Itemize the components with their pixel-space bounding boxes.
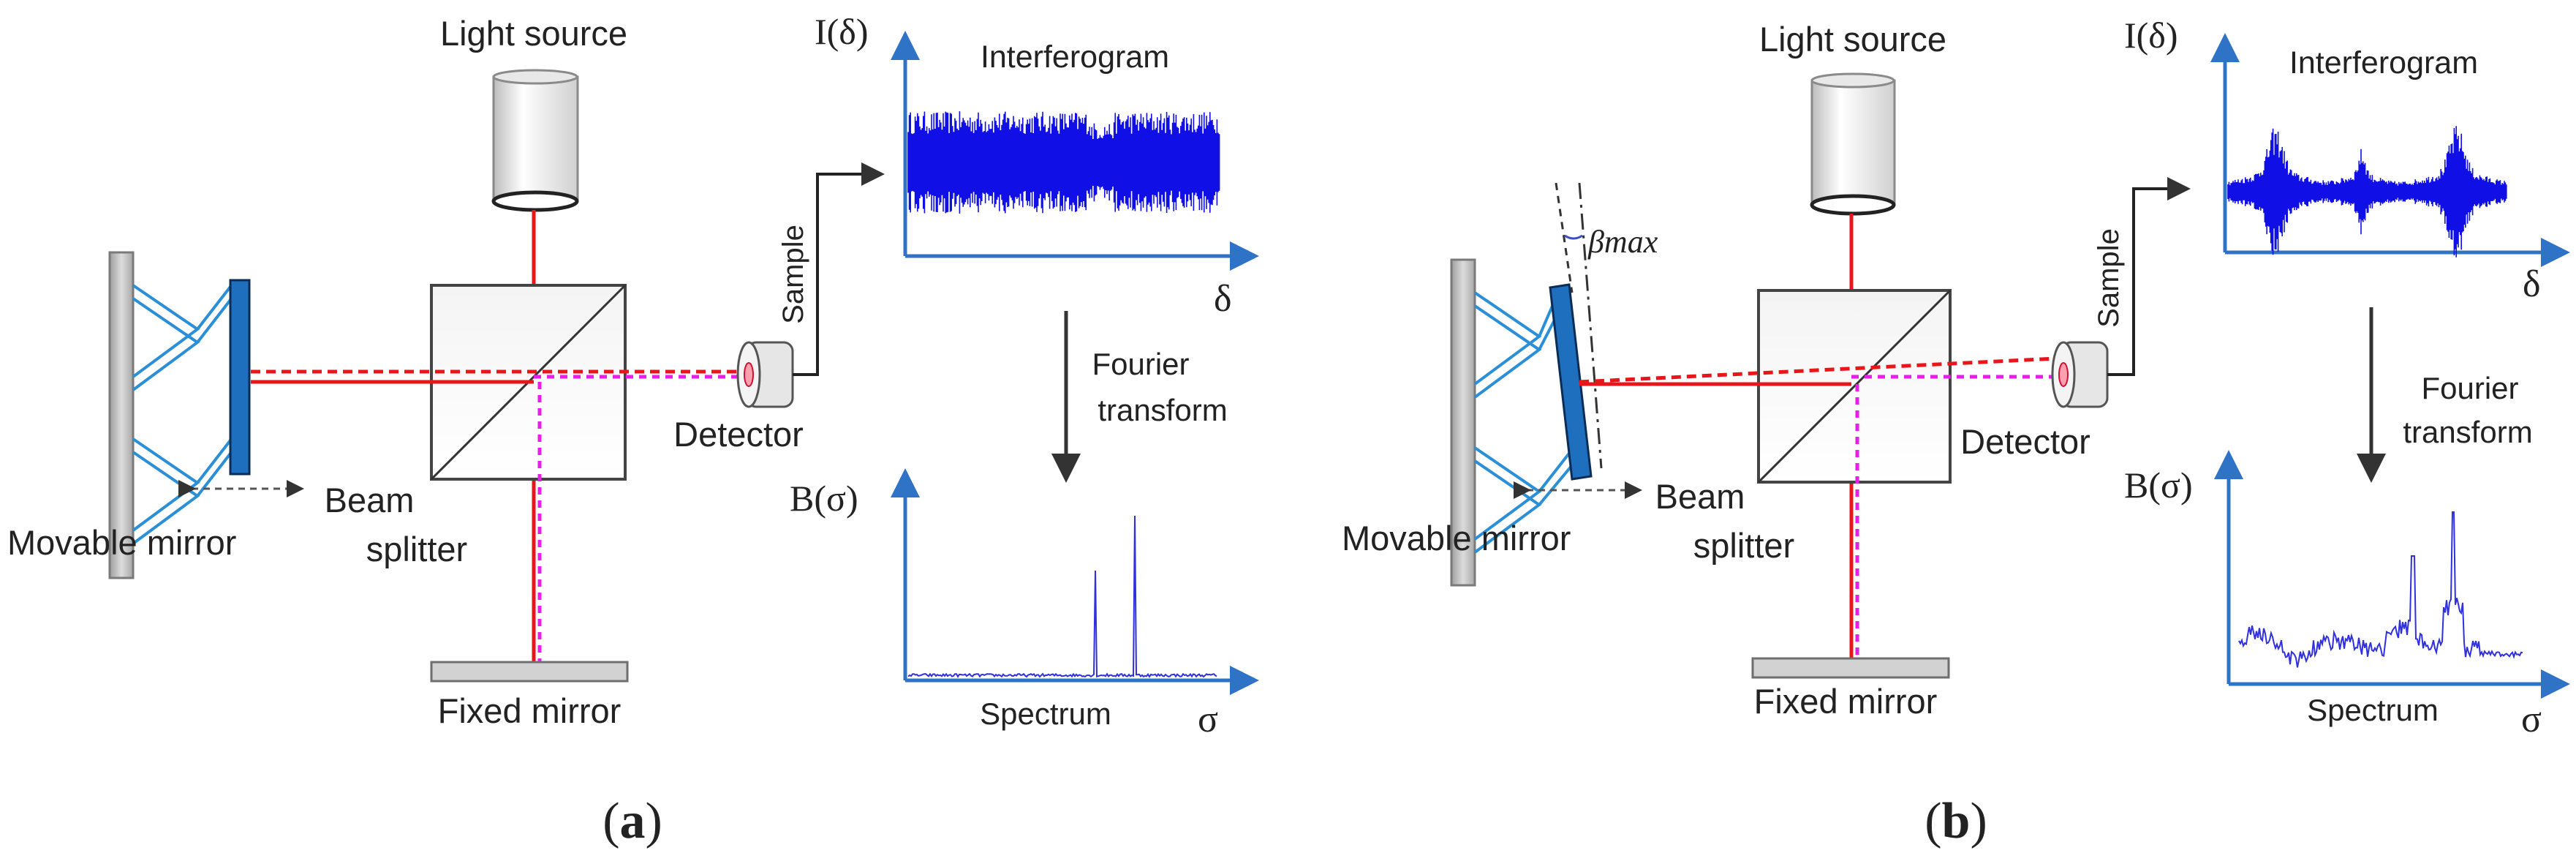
light-source-label-b: Light source	[1759, 20, 1946, 59]
interferogram-title-b: Interferogram	[2289, 45, 2478, 80]
sample-label-b: Sample	[2093, 228, 2125, 328]
spectrum-y-label-b: B(σ)	[2124, 465, 2193, 506]
interferogram-title: Interferogram	[981, 40, 1169, 75]
spectrum-y-label: B(σ)	[790, 478, 858, 519]
movable-mirror-base	[108, 251, 135, 579]
light-source-label: Light source	[440, 14, 627, 53]
panel-b: Light source Movable mirror Beam splitte…	[1342, 15, 2570, 849]
fixed-mirror	[430, 661, 629, 683]
spectrum-trace	[907, 515, 1217, 678]
spectrum-label-b: Spectrum	[2307, 693, 2439, 727]
beam-to-detector-b	[1579, 356, 2057, 384]
tilted-movable-mirror	[1549, 283, 1593, 481]
movable-mirror-spring	[132, 284, 232, 545]
fixed-mirror-label: Fixed mirror	[438, 691, 622, 730]
detector-label-b: Detector	[1960, 422, 2090, 461]
movable-mirror	[229, 279, 251, 476]
movable-mirror-base-b	[1450, 258, 1476, 587]
beam-splitter-label-2: splitter	[366, 530, 467, 568]
tilt-reference-line	[1578, 182, 1603, 469]
fourier-label-1: Fourier	[1092, 347, 1189, 381]
spectrum-label: Spectrum	[980, 696, 1111, 731]
signal-arrow-b	[2107, 177, 2191, 376]
interferogram-trace-b	[2227, 126, 2507, 258]
spectrum-x-label: σ	[1198, 699, 1218, 740]
beam-splitter-cube-b	[1757, 289, 1952, 484]
detector-label: Detector	[673, 415, 804, 454]
signal-arrow	[793, 162, 885, 376]
beam-splitter-label-1-b: Beam	[1655, 477, 1745, 516]
movable-mirror-label-b: Movable mirror	[1342, 519, 1571, 557]
interferogram-x-label: δ	[1214, 278, 1232, 320]
interferogram-y-label: I(δ)	[815, 11, 869, 52]
detector-icon-b	[2051, 341, 2109, 408]
panel-b-caption: (b)	[1925, 793, 1987, 849]
panel-a-caption: (a)	[603, 793, 662, 849]
panel-a: Light source Movable mirror Beam splitte…	[7, 11, 1259, 849]
light-source-lamp-b	[1810, 72, 1896, 216]
fourier-label-1-b: Fourier	[2421, 371, 2518, 405]
beam-splitter-label-2-b: splitter	[1693, 526, 1794, 565]
tilt-reference-line-2	[1555, 182, 1574, 293]
fourier-label-2-b: transform	[2403, 415, 2532, 449]
interferogram-x-label-b: δ	[2523, 263, 2541, 305]
sample-label: Sample	[777, 225, 809, 324]
interferogram-trace	[907, 111, 1220, 214]
fourier-label-2: transform	[1098, 393, 1227, 427]
tilt-angle-arc	[1564, 234, 1583, 240]
spectrum-trace-b	[2238, 511, 2523, 668]
fixed-mirror-label-b: Fixed mirror	[1754, 682, 1938, 721]
movable-mirror-label: Movable mirror	[7, 523, 236, 562]
tilt-angle-label: βmax	[1587, 224, 1658, 260]
light-source-lamp	[491, 69, 579, 212]
fixed-mirror-b	[1751, 657, 1950, 679]
beam-splitter-label-1: Beam	[325, 481, 415, 519]
detector-icon	[736, 341, 794, 408]
interferogram-y-label-b: I(δ)	[2124, 15, 2178, 56]
spectrum-x-label-b: σ	[2521, 699, 2542, 740]
